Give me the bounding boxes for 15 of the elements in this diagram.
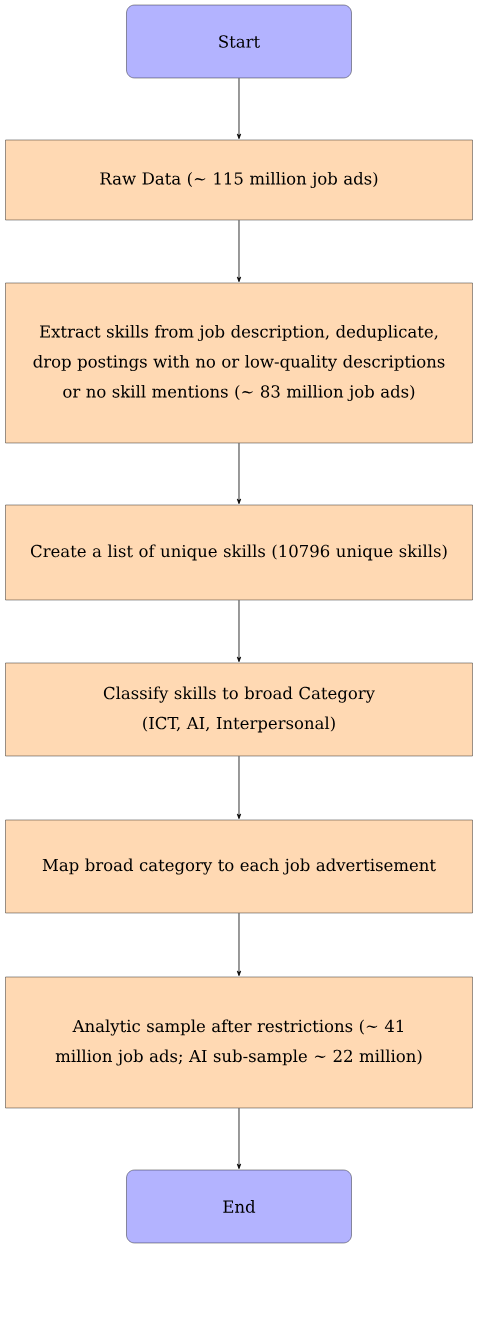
arrow xyxy=(236,1107,242,1170)
terminal-box: Start xyxy=(126,4,352,79)
arrow xyxy=(236,755,242,820)
arrow xyxy=(236,912,242,977)
arrow xyxy=(236,77,242,140)
arrow xyxy=(236,442,242,505)
process-box: Extract skills from job description, deduplicate, drop postings with no or low-quality descriptions or no skill mentions (∼ 83 million job ads) xyxy=(5,282,473,444)
process-box: Map broad category to each job advertisement xyxy=(5,819,473,914)
process-box: Raw Data (∼ 115 million job ads) xyxy=(5,139,473,221)
process-box: Create a list of unique skills (10796 unique skills) xyxy=(5,504,473,601)
process-box: Analytic sample after restrictions (∼ 41 million job ads; AI sub-sample ∼ 22 million) xyxy=(5,976,473,1109)
terminal-box: End xyxy=(126,1169,352,1244)
arrow xyxy=(236,219,242,283)
process-box: Classify skills to broad Category (ICT, AI, Interpersonal) xyxy=(5,662,473,757)
arrow xyxy=(236,599,242,663)
